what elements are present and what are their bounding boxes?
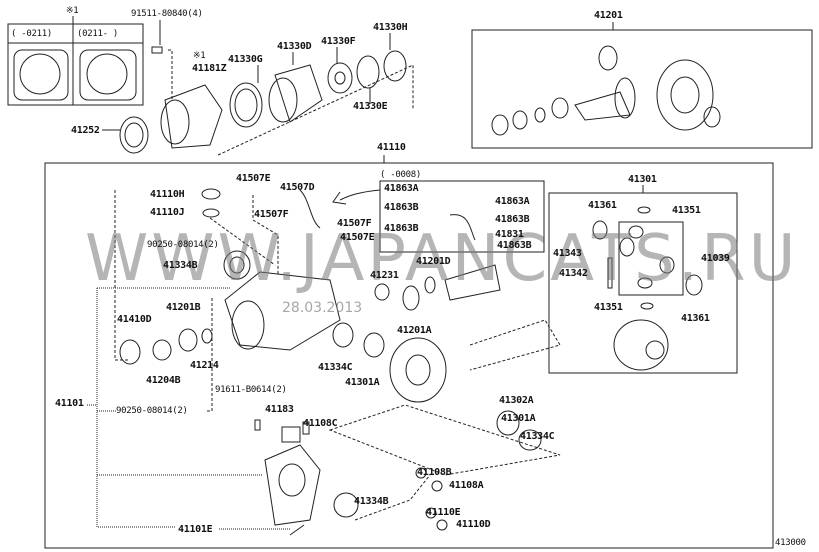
callout: 90250-08014(2) xyxy=(116,406,188,416)
callout: 41334B xyxy=(163,260,198,271)
range-0008: ( -0008) xyxy=(380,170,421,180)
callout: 41507E xyxy=(340,232,375,243)
callout: 41507F xyxy=(254,209,289,220)
callout: 41039 xyxy=(701,253,730,264)
watermark: WWW.JAPANCATS.RU xyxy=(85,222,799,296)
callout: 41330E xyxy=(353,101,388,112)
callout: 41181Z xyxy=(192,63,227,74)
callout: 41507E xyxy=(236,173,271,184)
inset-box xyxy=(7,16,144,106)
bracket-41101 xyxy=(87,287,290,530)
box-41201 xyxy=(471,22,813,149)
callout: 41330H xyxy=(373,22,408,33)
callout: 41302A xyxy=(499,395,534,406)
callout: ※1 xyxy=(193,51,206,61)
main-box-41110 xyxy=(44,162,774,549)
box-41301 xyxy=(548,185,738,374)
callout: 41108C xyxy=(303,418,338,429)
label-41110: 41110 xyxy=(377,142,406,153)
inset-col2: (0211- ) xyxy=(77,29,118,39)
callout: 41361 xyxy=(681,313,710,324)
callout: 41214 xyxy=(190,360,219,371)
callout: 41343 xyxy=(553,248,582,259)
callout: 41252 xyxy=(71,125,100,136)
callout: 91611-B0614(2) xyxy=(215,385,287,395)
watermark-date: 28.03.2013 xyxy=(282,300,363,316)
callout: 41351 xyxy=(594,302,623,313)
callout: 41101E xyxy=(178,524,213,535)
guide-lines xyxy=(114,190,561,521)
callout: 41507F xyxy=(337,218,372,229)
callout: 90250-08014(2) xyxy=(147,240,219,250)
callout: 41351 xyxy=(672,205,701,216)
callout: 41201A xyxy=(397,325,432,336)
callout: 41110H xyxy=(150,189,185,200)
callout: 41330F xyxy=(321,36,356,47)
callout: 41334B xyxy=(354,496,389,507)
label-41301: 41301 xyxy=(628,174,657,185)
callout: 41831 xyxy=(495,229,524,240)
callout: 41863B xyxy=(495,214,530,225)
upper-parts xyxy=(102,20,414,156)
callout: 41110J xyxy=(150,207,185,218)
callout: 41863A xyxy=(495,196,530,207)
callout: 41201D xyxy=(416,256,451,267)
callout: 41108B xyxy=(417,467,452,478)
callout: 41507D xyxy=(280,182,315,193)
callout: 41863B xyxy=(384,223,419,234)
callout: 41110E xyxy=(426,507,461,518)
callout: 41863B xyxy=(497,240,532,251)
callout: 41330G xyxy=(228,54,263,65)
callout: 41334C xyxy=(318,362,353,373)
callout: 41108A xyxy=(449,480,484,491)
callout: 41361 xyxy=(588,200,617,211)
callout: 41334C xyxy=(520,431,555,442)
callout: 41330D xyxy=(277,41,312,52)
callout: 41410D xyxy=(117,314,152,325)
callout: 41301A xyxy=(501,413,536,424)
callout: 41204B xyxy=(146,375,181,386)
callout: 41863A xyxy=(384,183,419,194)
callout: 41110D xyxy=(456,519,491,530)
callout: 41183 xyxy=(265,404,294,415)
callout: 41101 xyxy=(55,398,84,409)
callout: 41201B xyxy=(166,302,201,313)
callout: 41863B xyxy=(384,202,419,213)
carrier-housing xyxy=(119,188,542,536)
box-0008 xyxy=(299,180,545,253)
label-41201: 41201 xyxy=(594,10,623,21)
callout: 41342 xyxy=(559,268,588,279)
callout: 91511-80840(4) xyxy=(131,9,203,19)
callout: 41231 xyxy=(370,270,399,281)
inset-col1: ( -0211) xyxy=(11,29,52,39)
callout: 41301A xyxy=(345,377,380,388)
diagram-code: 413000 xyxy=(775,538,806,548)
note-mark: ※1 xyxy=(66,6,79,16)
